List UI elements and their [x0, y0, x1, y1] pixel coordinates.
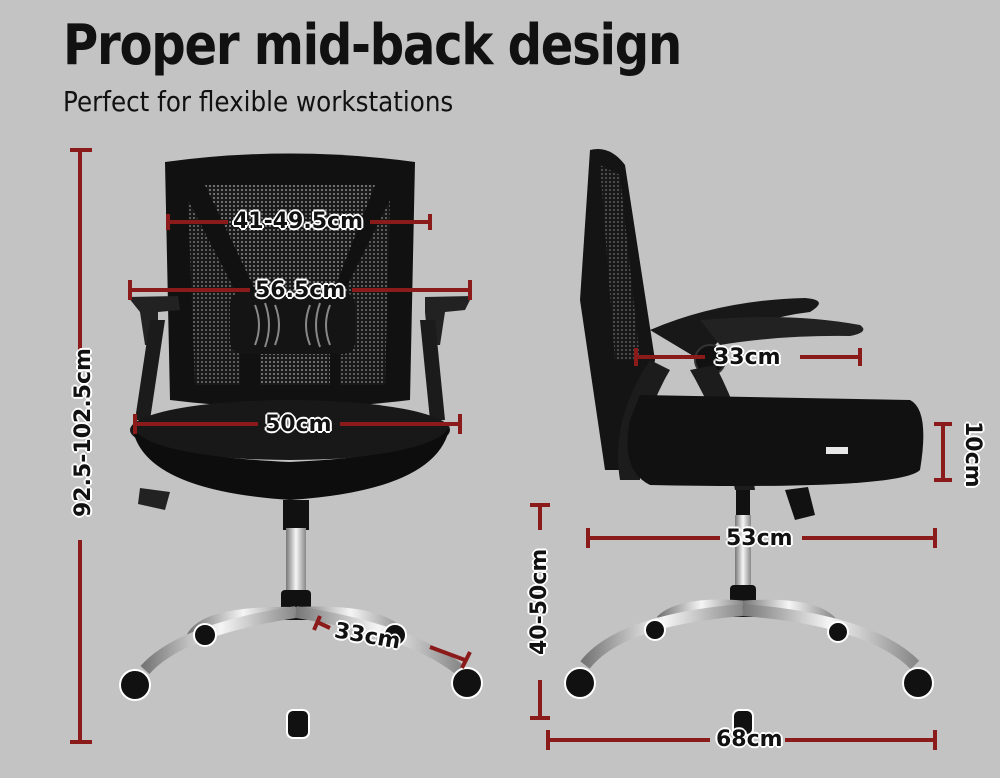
dim-armrest-length: 33cm — [714, 345, 781, 370]
dim-seat-thickness: 10cm — [960, 421, 985, 488]
dim-seat-height: 40-50cm — [527, 548, 552, 655]
page-subtitle: Perfect for flexible workstations — [63, 85, 454, 118]
front-chair-image — [119, 153, 483, 739]
dim-seat-depth: 53cm — [726, 526, 793, 551]
dim-base-width: 68cm — [716, 727, 783, 752]
side-chair-image — [564, 149, 934, 736]
dim-armrest-span: 56.5cm — [255, 278, 346, 303]
dimension-lines — [70, 148, 952, 750]
dim-seat-width: 50cm — [265, 412, 332, 437]
dim-total-height: 92.5-102.5cm — [71, 348, 96, 517]
page-title: Proper mid-back design — [63, 13, 682, 78]
dim-backrest-width: 41-49.5cm — [233, 209, 363, 234]
